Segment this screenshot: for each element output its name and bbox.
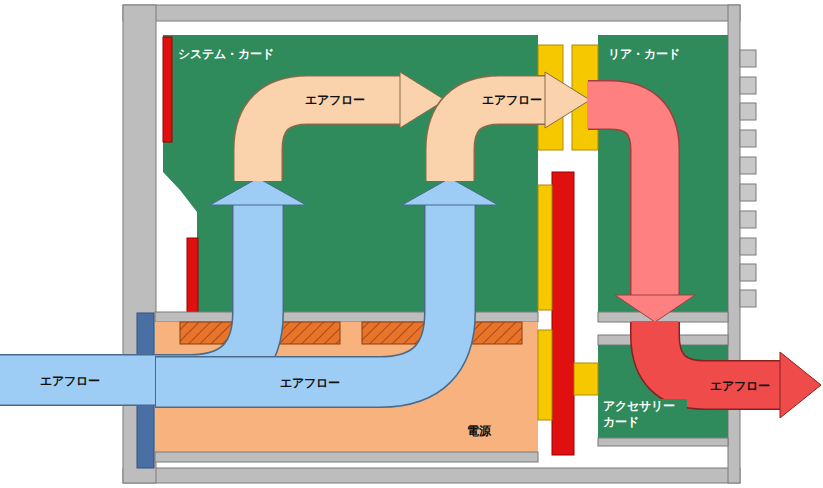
front-panel <box>163 37 172 142</box>
airflow-arrow <box>450 72 590 181</box>
connector <box>538 185 552 310</box>
midplane <box>552 172 574 455</box>
front-wall <box>123 5 156 483</box>
rear-card: リア・カード <box>598 35 728 312</box>
rear-wall <box>728 5 740 483</box>
chassis-bottom <box>123 468 740 483</box>
rear-connectors <box>740 50 756 307</box>
accessory-card: アクセサリー カード <box>598 345 728 438</box>
airflow-label: エアフロー <box>40 373 100 390</box>
airflow-arrow <box>258 72 445 181</box>
airflow-label: エアフロー <box>305 92 365 109</box>
card-label: リア・カード <box>608 47 680 63</box>
psu-cover <box>155 312 538 322</box>
airflow-label: エアフロー <box>482 92 542 109</box>
card-label: システム・カード <box>178 47 274 63</box>
chassis-top <box>123 5 740 21</box>
airflow-arrow <box>155 178 498 382</box>
airflow-label: エアフロー <box>710 378 770 395</box>
airflow-label: エアフロー <box>280 375 340 392</box>
card-guide <box>598 438 728 446</box>
airflow-arrow <box>587 105 695 322</box>
power-supply: 電源 <box>155 322 538 452</box>
psu-base <box>155 452 538 462</box>
front-panel <box>187 238 198 312</box>
connector <box>538 330 552 420</box>
system-card: システム・カード <box>160 35 538 312</box>
connector <box>574 363 598 395</box>
card-label: アクセサリー カード <box>603 399 687 430</box>
card-label: 電源 <box>467 424 491 440</box>
airflow-arrow <box>0 178 306 380</box>
